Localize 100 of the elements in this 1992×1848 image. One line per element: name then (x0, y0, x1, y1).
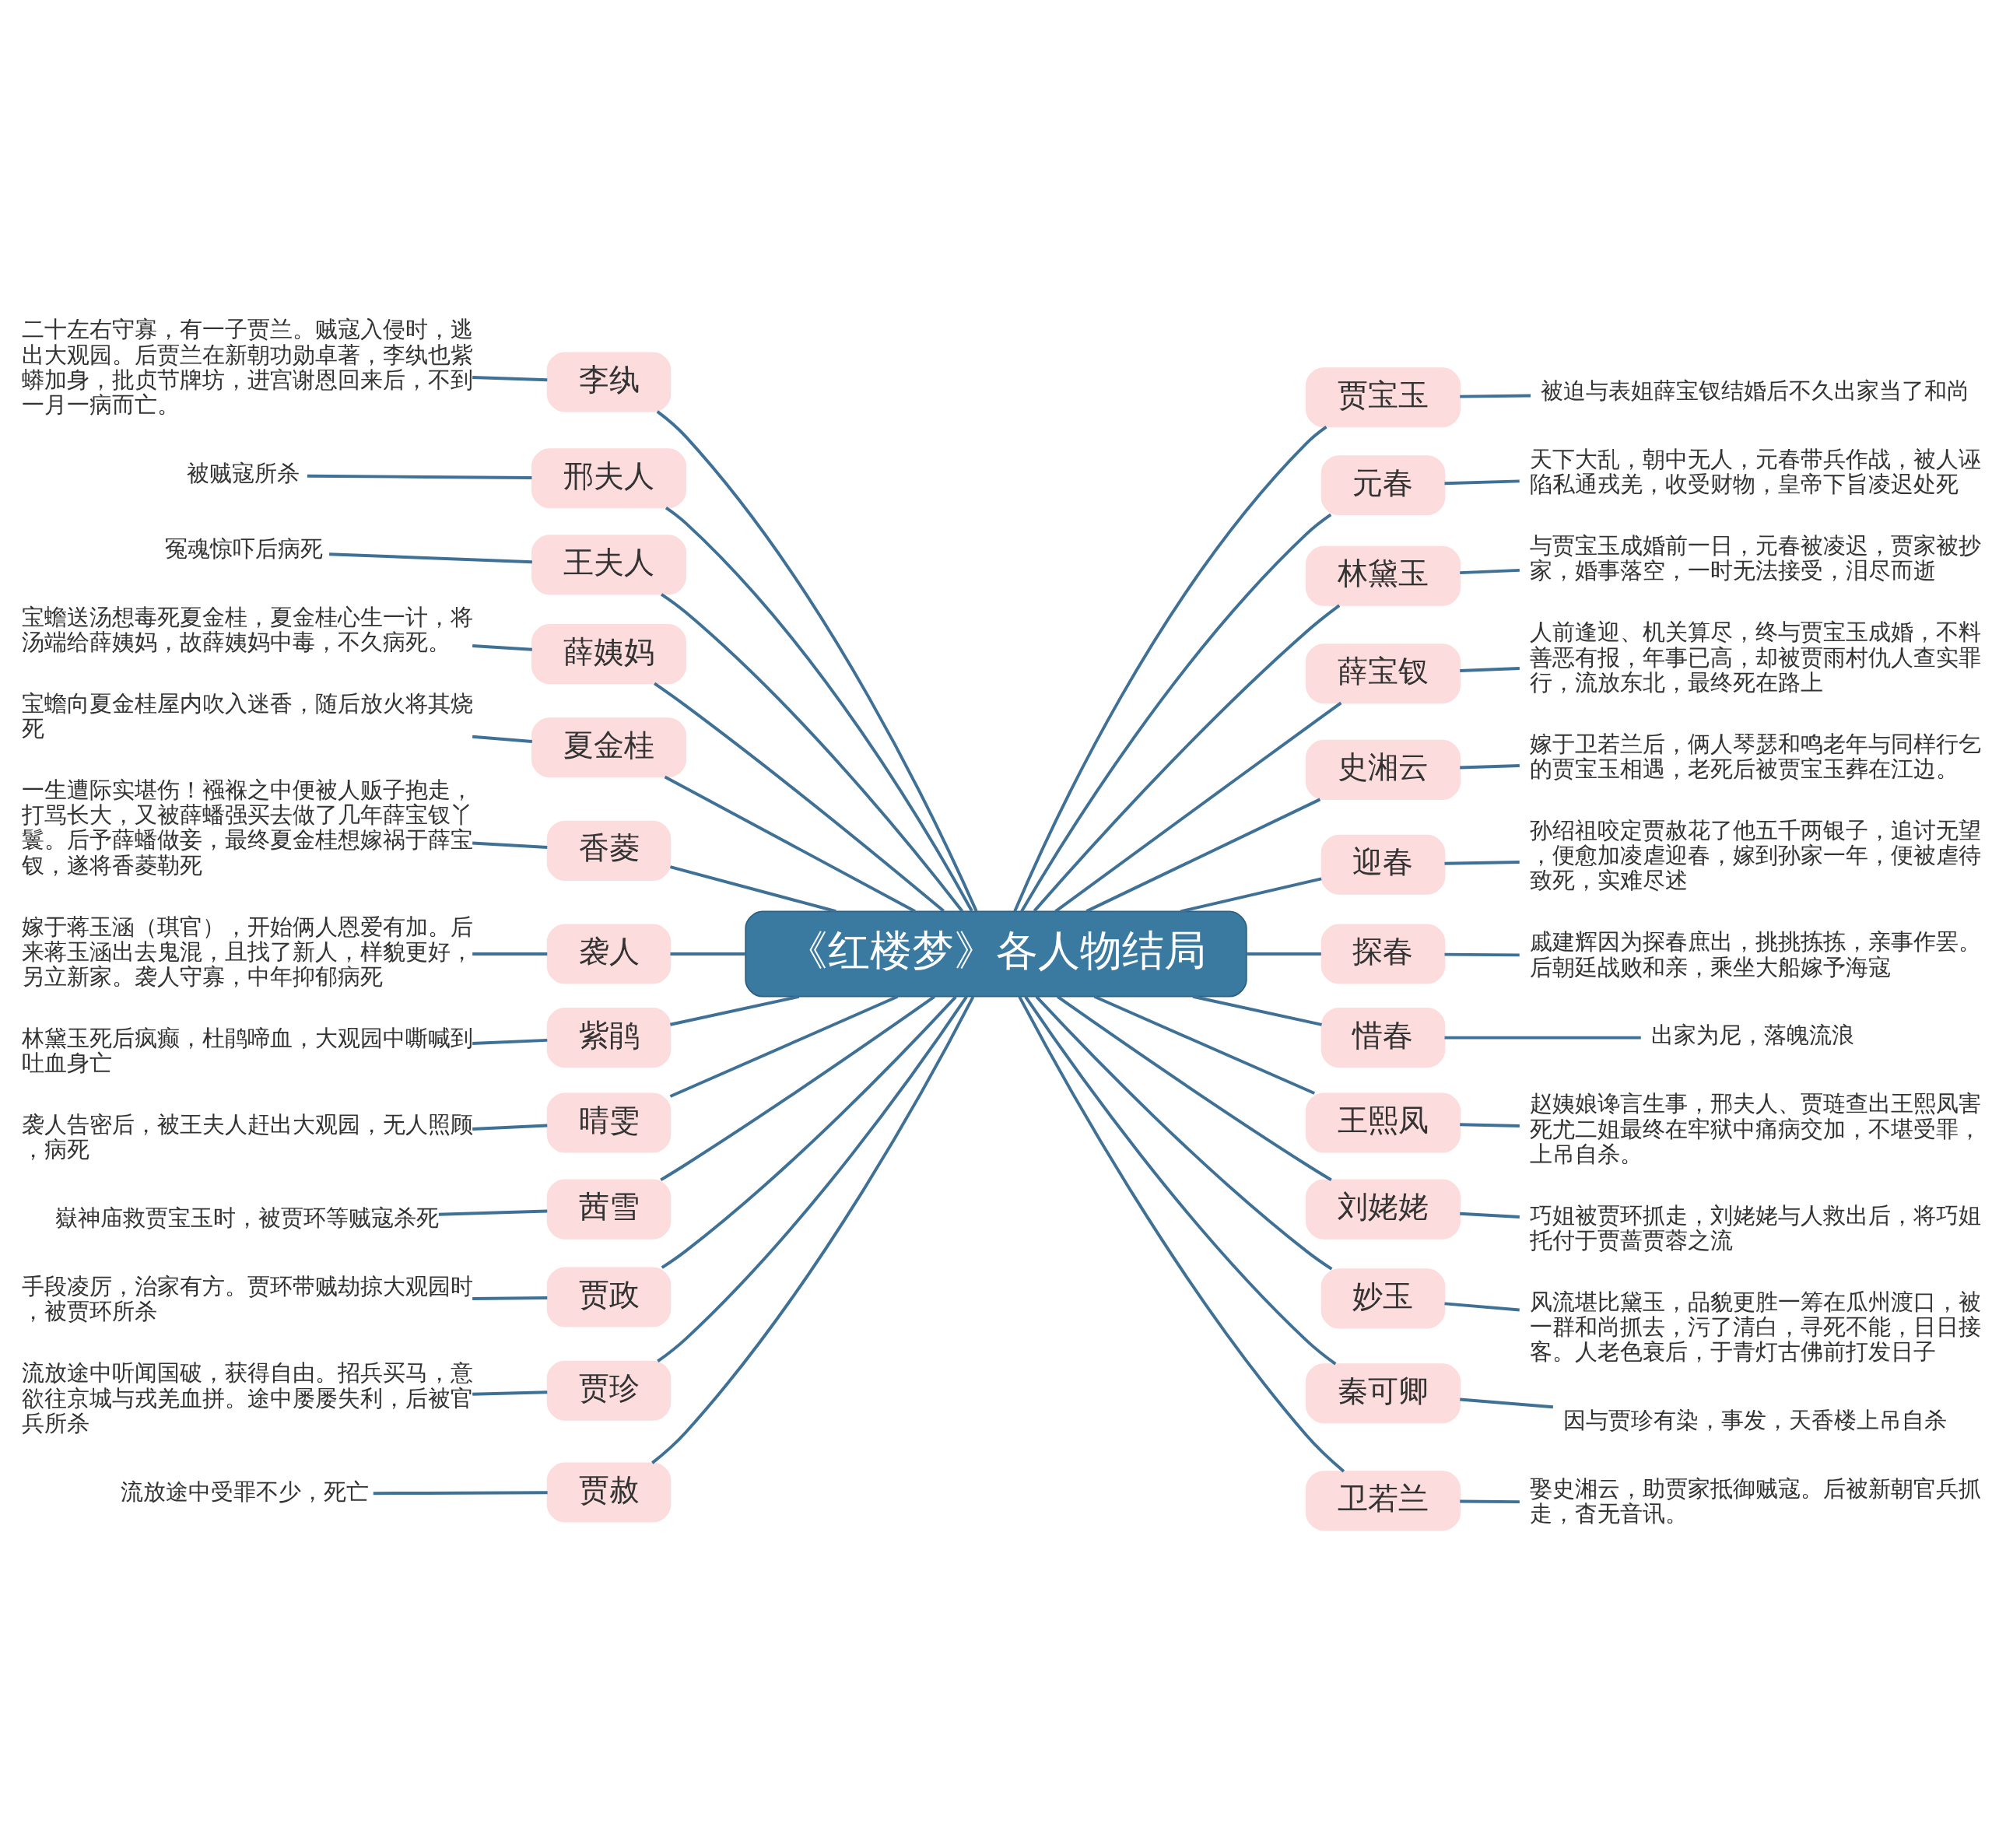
node-box: 薛宝钗 (1306, 643, 1461, 704)
node-text: 巧姐被贾环抓走，刘姥姥与人救出后，将巧姐托付于贾蔷贾蓉之流 (1529, 1201, 1981, 1254)
node-box: 夏金桂 (531, 717, 686, 778)
connector (1247, 952, 1321, 956)
node-box: 迎春 (1320, 834, 1446, 895)
connector (1444, 952, 1520, 957)
node-box: 晴雯 (546, 1092, 672, 1153)
connector (670, 994, 800, 1026)
connector (1460, 1397, 1554, 1409)
connector (1024, 995, 1337, 1366)
connector (472, 1296, 548, 1300)
connector (1460, 1212, 1520, 1219)
node-text: 嫁于卫若兰后，俩人琴瑟和鸣老年与同样行乞的贾宝玉相遇，老死后被贾宝玉葬在江边。 (1529, 730, 1981, 783)
node-text: 宝蟾向夏金桂屋内吹入迷香，随后放火将其烧死 (21, 689, 473, 742)
node-text: 因与贾珍有染，事发，天香楼上吊自杀 (1562, 1407, 1947, 1434)
node-text: 流放途中听闻国破，获得自由。招兵买马，意欲往京城与戎羌血拼。途中屡屡失利，后被官兵所杀 (21, 1359, 473, 1436)
connector (472, 952, 548, 956)
node-box: 史湘云 (1306, 739, 1461, 800)
connector (656, 410, 978, 912)
connector (1057, 995, 1332, 1182)
node-text: 与贾宝玉成婚前一日，元春被凌迟，贾家被抄家，婚事落空，一时无法接受，泪尽而逝 (1529, 532, 1981, 584)
node-text: 风流堪比黛玉，品貌更胜一筹在瓜州渡口，被一群和尚抓去，污了清白，寻死不能，日日接客。人老色衰后，于青灯古佛前打发日子 (1529, 1288, 1981, 1366)
node-text: 人前逢迎、机关算尽，终与贾宝玉成婚，不料善恶有报，年事已高，却被贾雨村仇人查实罪行，流放东北，最终死在路上 (1529, 619, 1981, 696)
node-text: 袭人告密后，被王夫人赶出大观园，无人照顾，病死 (21, 1111, 473, 1163)
node-text: 宝蟾送汤想毒死夏金桂，夏金桂心生一计，将汤端给薛姨妈，故薛姨妈中毒，不久病死。 (21, 603, 473, 655)
node-text: 流放途中受罪不少，死亡 (121, 1478, 370, 1505)
connector (670, 952, 745, 956)
connector (1054, 701, 1342, 913)
connector (660, 593, 964, 913)
node-text: 天下大乱，朝中无人，元春带兵作战，被人诬陷私通戎羌，收受财物，皇帝下旨凌迟处死 (1529, 446, 1981, 498)
node-box: 王熙凤 (1306, 1092, 1461, 1153)
node-box: 惜春 (1320, 1008, 1446, 1068)
connector (307, 474, 532, 479)
connector (1020, 513, 1332, 913)
node-box: 紫鹃 (546, 1008, 672, 1068)
connector (472, 735, 532, 743)
node-box: 秦可卿 (1306, 1363, 1461, 1424)
connector (1035, 995, 1333, 1271)
node-text: 出家为尼，落魄流浪 (1650, 1022, 1854, 1049)
connector (1093, 994, 1316, 1095)
connector (654, 682, 945, 913)
node-box: 香菱 (546, 820, 672, 881)
node-text: 被贼寇所杀 (187, 459, 300, 486)
connector (472, 644, 532, 651)
connector (329, 552, 532, 564)
node-text: 被迫与表姐薛宝钗结婚后不久出家当了和尚 (1541, 377, 1970, 405)
node-text: 嶽神庙救贾宝玉时，被贾环等贼寇杀死 (54, 1205, 439, 1232)
node-box: 贾珍 (546, 1360, 672, 1421)
connector (1444, 1302, 1520, 1312)
connector (664, 775, 916, 913)
connector (1460, 667, 1520, 672)
connector (472, 1038, 548, 1045)
node-box: 王夫人 (531, 535, 686, 595)
connector (1013, 426, 1327, 913)
connector (669, 994, 899, 1098)
node-box: 刘姥姥 (1306, 1179, 1461, 1240)
connector (651, 996, 975, 1464)
connector (661, 995, 957, 1269)
node-text: 二十左右守寡，有一子贾兰。贼寇入侵时，逃出大观园。后贾兰在新朝功勋卓著，李纨也紫蟒加身，批贞节牌坊，进宫谢恩回来后，不到一月一病而亡。 (21, 316, 473, 419)
node-box: 袭人 (546, 924, 672, 984)
connector (373, 1491, 548, 1496)
connector (660, 995, 935, 1182)
node-text: 娶史湘云，助贾家抵御贼寇。后被新朝官兵抓走，杳无音讯。 (1529, 1475, 1981, 1527)
connector (1033, 604, 1341, 913)
node-text: 嫁于蒋玉涵（琪官），开始俩人恩爱有加。后来蒋玉涵出去鬼混，且找了新人，样貌更好，另立新家。袭人守寡，中年抑郁病死 (21, 913, 473, 991)
node-text: 孙绍祖咬定贾赦花了他五千两银子，追讨无望，便愈加凌虐迎春，嫁到孙家一年，便被虐待致死，实难尽述 (1529, 816, 1981, 894)
node-text: 戚建辉因为探春庶出，挑挑拣拣，亲事作罢。后朝廷战败和亲，乘坐大船嫁予海寇 (1529, 928, 1981, 980)
connector (472, 841, 548, 849)
node-box: 卫若兰 (1306, 1471, 1461, 1531)
node-text: 赵姨娘谗言生事，邢夫人、贾琏查出王熙凤害死尤二姐最终在牢狱中痛病交加，不堪受罪，上吊自杀。 (1529, 1090, 1981, 1167)
connector (472, 1124, 548, 1131)
connector (669, 865, 836, 913)
connector (1085, 798, 1321, 913)
node-box: 李纨 (546, 352, 672, 412)
connector (1444, 479, 1520, 486)
connector (1444, 861, 1520, 865)
node-text: 林黛玉死后疯癫，杜鹃啼血，大观园中嘶喊到吐血身亡 (21, 1025, 473, 1077)
connector (1460, 394, 1531, 398)
node-text: 一生遭际实堪伤！襁褓之中便被人贩子抱走，打骂长大，又被薛蟠强买去做了几年薛宝钗丫鬟。后予薛蟠做妾，最终夏金桂想嫁祸于薛宝钗，遂将香菱勒死 (21, 776, 473, 878)
connector (1444, 1036, 1641, 1040)
connector (1018, 995, 1345, 1473)
node-box: 《红楼梦》各人物结局 (745, 910, 1247, 998)
node-box: 元春 (1320, 455, 1446, 516)
connector (665, 506, 973, 912)
connector (1180, 877, 1322, 913)
node-box: 贾政 (546, 1267, 672, 1327)
connector (472, 1390, 548, 1396)
node-box: 林黛玉 (1306, 545, 1461, 606)
connector (1192, 994, 1322, 1026)
node-box: 贾赦 (546, 1462, 672, 1523)
node-box: 妙玉 (1320, 1268, 1446, 1329)
node-box: 贾宝玉 (1306, 367, 1461, 428)
connector (438, 1209, 548, 1216)
connector (1460, 764, 1520, 770)
connector (1460, 568, 1520, 575)
node-box: 探春 (1320, 924, 1446, 984)
connector (1460, 1123, 1520, 1127)
node-text: 冤魂惊吓后病死 (164, 535, 323, 562)
node-box: 茜雪 (546, 1179, 672, 1240)
node-text: 手段凌厉，治家有方。贾环带贼劫掠大观园时，被贾环所杀 (21, 1273, 473, 1325)
